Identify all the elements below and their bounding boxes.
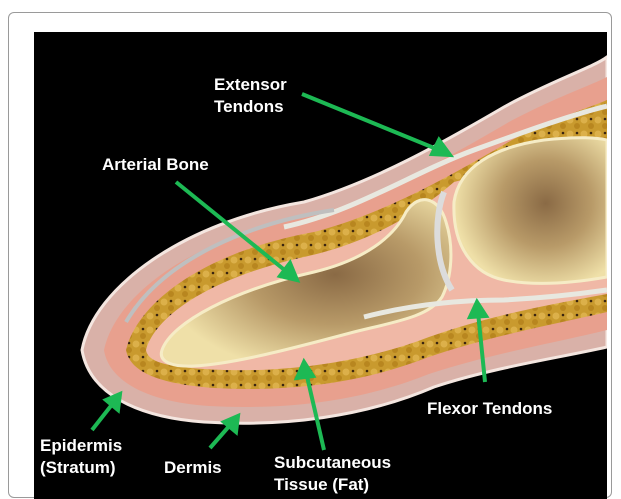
fingertip-anatomy-illustration (34, 32, 607, 499)
dermis-label: Dermis (164, 457, 222, 479)
anatomy-panel: Extensor Tendons Arterial Bone Flexor Te… (34, 32, 607, 499)
extensor-tendons-label: Extensor Tendons (214, 74, 287, 118)
flexor-tendons-label: Flexor Tendons (427, 398, 552, 420)
arterial-bone-label: Arterial Bone (102, 154, 209, 176)
extensor-arrow (302, 94, 439, 150)
epidermis-label: Epidermis (Stratum) (40, 435, 122, 479)
subcutaneous-tissue-label: Subcutaneous Tissue (Fat) (274, 452, 391, 496)
